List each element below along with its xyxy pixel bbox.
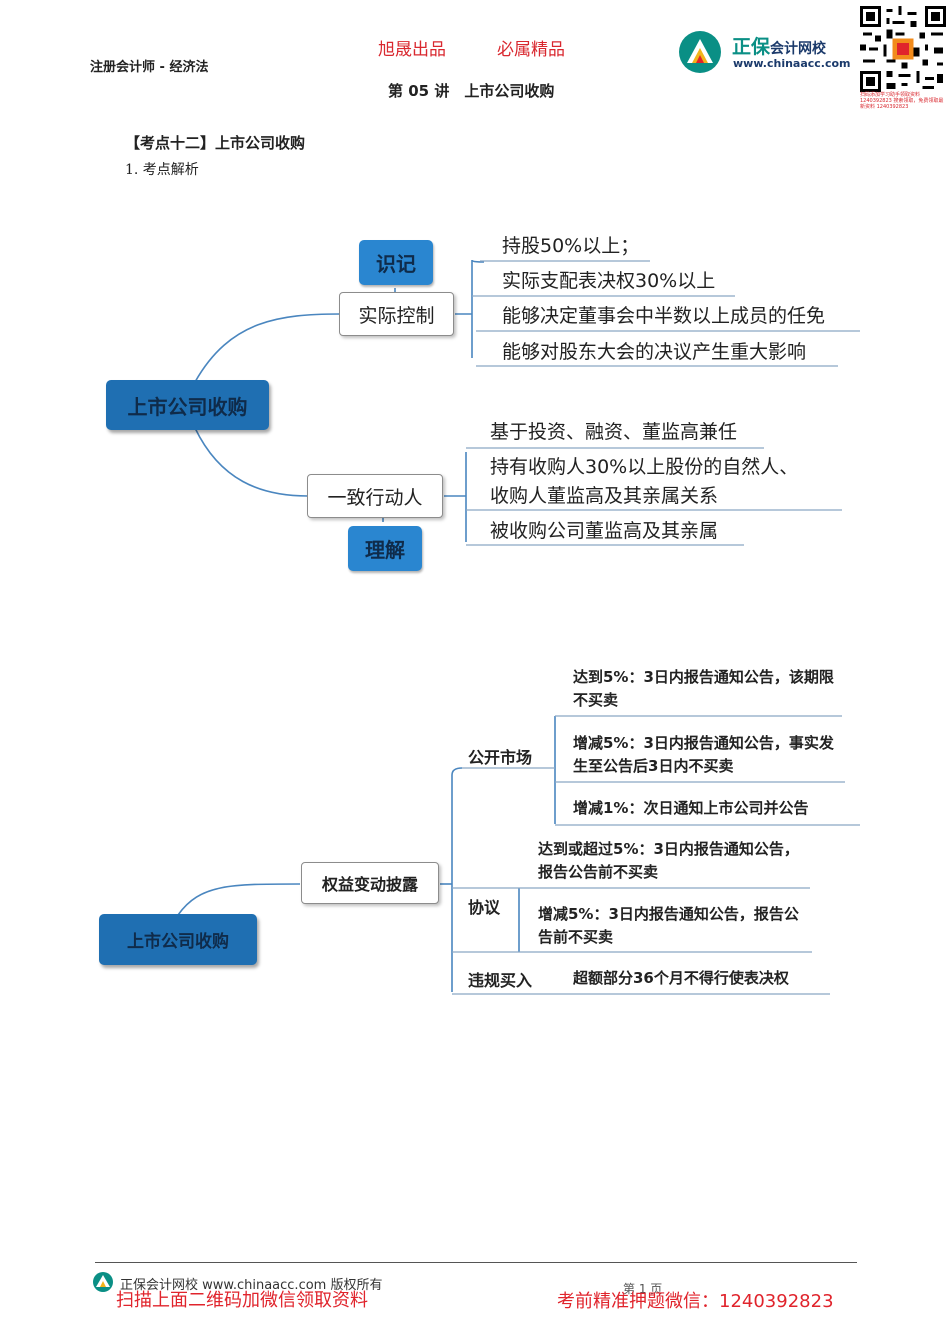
map1-branch-actual-control: 实际控制 [339,292,454,336]
map2-illegal-buy-label: 违规买入 [468,971,533,990]
map1-actual-control-item-4: 能够对股东大会的决议产生重大影响 [502,341,807,363]
map2-public-market-label: 公开市场 [468,748,533,767]
map2-illegal-buy-item: 超额部分36个月不得行使表决权 [573,969,789,987]
footer-copyright: 正保会计网校 www.chinaacc.com 版权所有 [120,1278,383,1293]
map2-public-market-item-2: 增减5%：3日内报告通知公告，事实发生至公告后3日内不买卖 [573,734,834,775]
map2-agreement-label: 协议 [468,898,501,917]
footer-logo-icon [93,1272,113,1292]
map2-public-market-item-1: 达到5%：3日内报告通知公告，该期限不买卖 [573,668,834,709]
map1-tag-understand: 理解 [348,526,422,571]
map1-tag-memorize: 识记 [359,240,433,285]
map2-agreement-item-1: 达到或超过5%：3日内报告通知公告，报告公告前不买卖 [538,840,799,881]
footer-page-number: 第 1 页 [623,1282,663,1296]
map2-equity-change-disclosure: 权益变动披露 [301,862,439,904]
qr-caption: 扫码添加学习助手领取资料 1240392823 搜索领取，免费领取最新资料 12… [860,92,944,110]
map1-actual-control-item-3: 能够决定董事会中半数以上成员的任免 [502,305,826,327]
footer-promo-left: 扫描上面二维码加微信领取资料 [116,1290,368,1311]
brand-name: 正保会计网校 [732,32,826,59]
map1-concert-party-item-2b: 收购人董监高及其亲属关系 [490,485,719,507]
map1-branch-concert-party: 一致行动人 [307,474,443,518]
qr-code-icon [860,6,946,92]
brand-name-main: 正保 [732,36,771,58]
section-subheading: 1. 考点解析 [125,162,199,178]
map2-root-node: 上市公司收购 [99,914,257,965]
slogan-right: 必属精品 [497,40,565,60]
footer-promo-right: 考前精准押题微信：1240392823 [557,1291,834,1312]
map1-concert-party-item-3: 被收购公司董监高及其亲属 [490,520,719,542]
footer-divider [95,1262,857,1263]
map1-actual-control-item-2: 实际支配表决权30%以上 [502,270,716,292]
lecture-title: 第 05 讲 上市公司收购 [388,82,555,100]
chinaacc-logo-icon [679,31,721,73]
map2-public-market-item-3: 增减1%：次日通知上市公司并公告 [573,799,809,817]
map1-concert-party-item-2a: 持有收购人30%以上股份的自然人、 [490,456,799,478]
slogan-left: 旭晟出品 [378,40,446,60]
map1-actual-control-item-1: 持股50%以上； [502,235,640,257]
topic-title: 【考点十二】上市公司收购 [125,134,306,152]
brand-name-suffix: 会计网校 [770,41,827,57]
map1-root-node: 上市公司收购 [106,380,269,430]
map2-agreement-item-2: 增减5%：3日内报告通知公告，报告公告前不买卖 [538,905,799,946]
course-name: 注册会计师 - 经济法 [90,60,209,75]
map1-concert-party-item-1: 基于投资、融资、董监高兼任 [490,421,738,443]
brand-url: www.chinaacc.com [733,57,851,70]
